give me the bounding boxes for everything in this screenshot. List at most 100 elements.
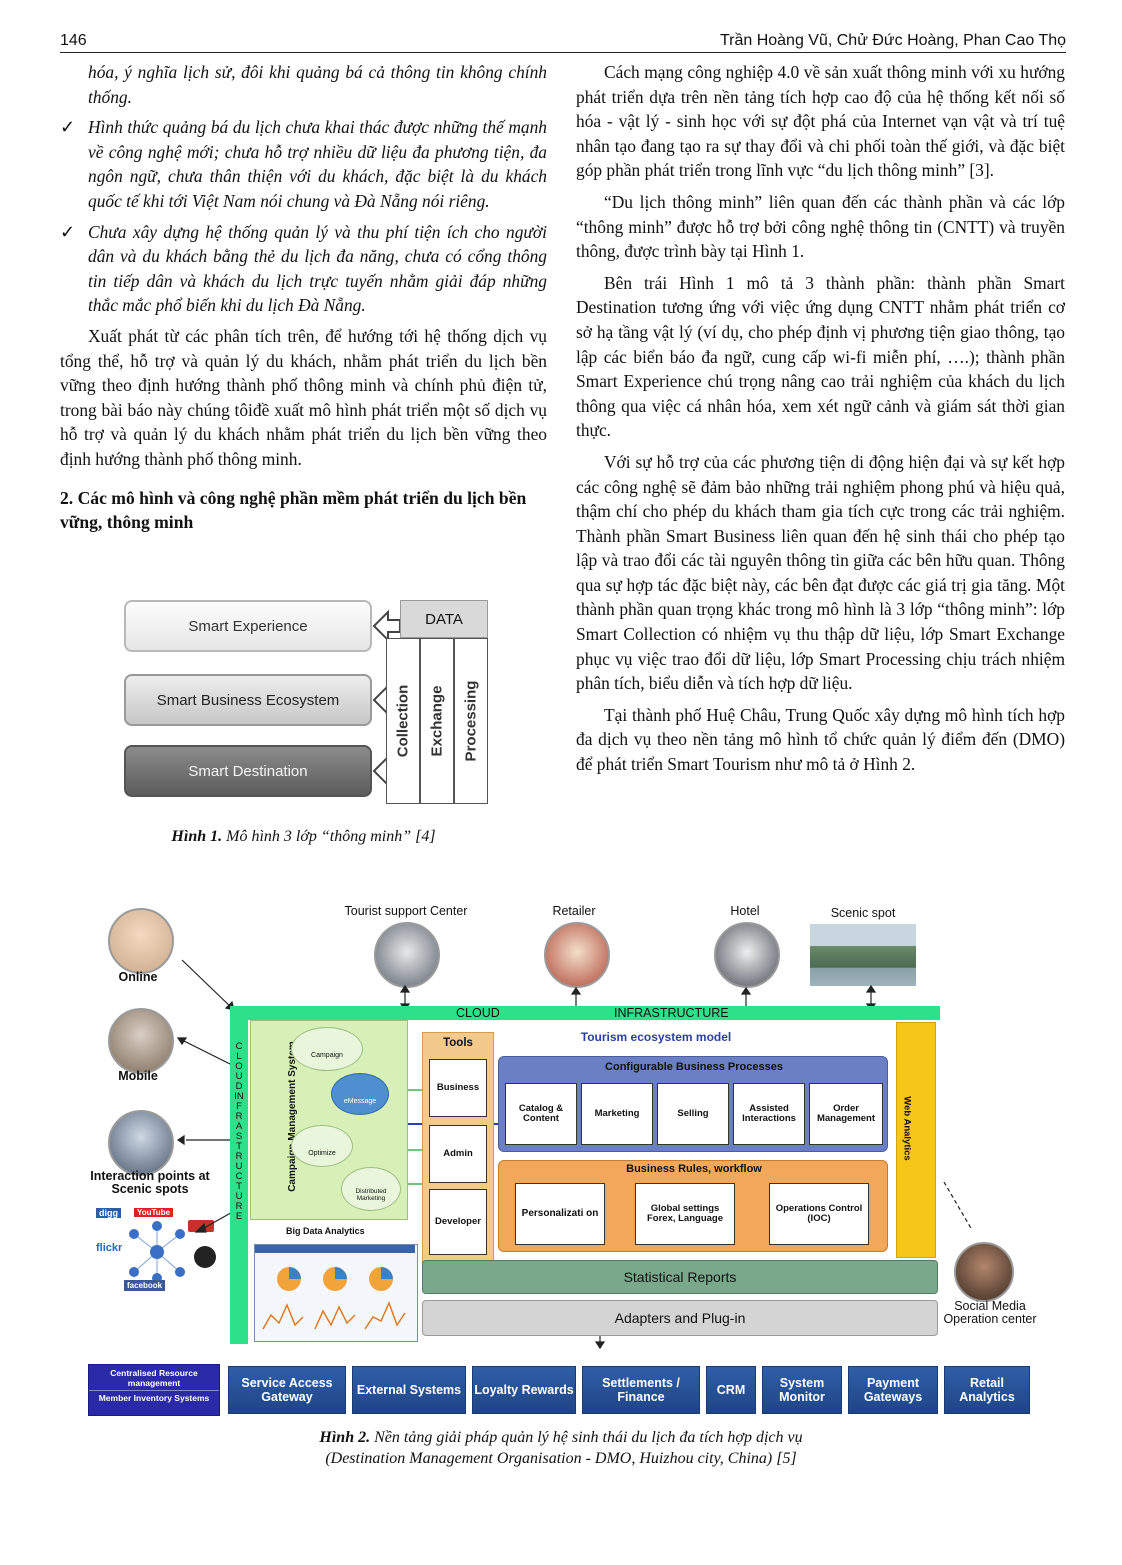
caption-text: Mô hình 3 lớp “thông minh” [4]	[222, 828, 436, 845]
system-monitor-box: System Monitor	[762, 1366, 842, 1414]
cloud-vertical-label: CLOUD INFRASTRUCTURE	[234, 1041, 244, 1222]
payment-gateways-box: Payment Gateways	[848, 1366, 938, 1414]
settlements-box: Settlements / Finance	[582, 1366, 700, 1414]
retailer-label: Retailer	[552, 904, 596, 918]
paragraph: Cách mạng công nghiệp 4.0 về sản xuất th…	[576, 62, 1065, 181]
scenic-spot-label: Scenic spot	[830, 906, 896, 920]
youtube-logo: YouTube	[134, 1208, 174, 1217]
caption-line-1: Hình 2. Nền tảng giải pháp quản lý hệ si…	[200, 1427, 922, 1448]
social-center-photo	[954, 1242, 1014, 1302]
hotel-label: Hotel	[730, 904, 760, 918]
big-data-panel: Big Data Analytics	[250, 1222, 420, 1344]
collection-label: Collection	[394, 684, 412, 758]
admin-tool: Admin	[429, 1125, 487, 1183]
business-tool: Business	[429, 1059, 487, 1117]
infrastructure-label: INFRASTRUCTURE	[614, 1006, 729, 1020]
right-column: Cách mạng công nghiệp 4.0 về sản xuất th…	[576, 60, 1065, 784]
caption-label: Hình 2.	[319, 1429, 371, 1446]
processing-column: Processing	[454, 638, 488, 804]
social-collage: digg YouTube flickr facebook	[94, 1206, 220, 1298]
optimize-node: Optimize	[291, 1125, 353, 1167]
order-box: Order Management	[809, 1083, 883, 1145]
adapters-bar: Adapters and Plug-in	[422, 1300, 938, 1336]
exchange-column: Exchange	[420, 638, 454, 804]
exchange-label: Exchange	[428, 685, 446, 757]
digg-logo: digg	[96, 1208, 121, 1218]
mobile-photo	[108, 1008, 174, 1074]
facebook-logo: facebook	[124, 1280, 166, 1291]
cloud-label: CLOUD	[456, 1006, 500, 1020]
figure-1: Smart Experience Smart Business Ecosyste…	[120, 592, 490, 832]
emessage-label: eMessage	[343, 1098, 377, 1105]
paragraph: Tại thành phố Huệ Châu, Trung Quốc xây d…	[576, 704, 1065, 775]
figure-2-caption: Hình 2. Nền tảng giải pháp quản lý hệ si…	[200, 1427, 922, 1469]
selling-box: Selling	[657, 1083, 729, 1145]
web-analytics-label: Web Analytics	[901, 1096, 913, 1161]
cloud-vertical-bar: CLOUD INFRASTRUCTURE	[230, 1006, 248, 1344]
campaign-panel: Campaign Management System Campaign eMes…	[250, 1020, 408, 1220]
distributed-marketing-label: Distributed Marketing	[355, 1188, 387, 1202]
smart-business-box: Smart Business Ecosystem	[124, 674, 372, 726]
figure-1-caption: Hình 1. Mô hình 3 lớp “thông minh” [4]	[60, 828, 547, 846]
external-systems-box: External Systems	[352, 1366, 466, 1414]
bullet-text: Chưa xây dựng hệ thống quản lý và thu ph…	[88, 221, 547, 316]
analytics-screenshot	[254, 1244, 418, 1342]
checkmark-icon: ✓	[60, 221, 76, 242]
campaign-node: Campaign	[291, 1027, 363, 1071]
smart-destination-box: Smart Destination	[124, 745, 372, 797]
statistical-reports-bar: Statistical Reports	[422, 1260, 938, 1294]
web-analytics-bar: Web Analytics	[896, 1022, 936, 1258]
distributed-marketing-node: Distributed Marketing	[341, 1167, 401, 1211]
retailer-photo	[544, 922, 610, 988]
caption-text: Nền tảng giải pháp quản lý hệ sinh thái …	[370, 1429, 803, 1446]
config-processes-panel: Configurable Business Processes Catalog …	[498, 1056, 888, 1152]
bullet-item: ✓ Hình thức quảng bá du lịch chưa khai t…	[60, 115, 547, 213]
paragraph: Xuất phát từ các phân tích trên, để hướn…	[60, 325, 547, 469]
paragraph: “Du lịch thông minh” liên quan đến các t…	[576, 191, 1065, 262]
interaction-label: Interaction points at Scenic spots	[90, 1169, 210, 1196]
optimize-label: Optimize	[308, 1150, 336, 1157]
emessage-node: eMessage	[331, 1073, 389, 1115]
personalization-box: Personalizati on	[515, 1183, 605, 1245]
centralised-resource-label: Centralised Resource management	[110, 1368, 198, 1388]
loyalty-rewards-box: Loyalty Rewards	[472, 1366, 576, 1414]
paragraph: Bên trái Hình 1 mô tả 3 thành phần: thàn…	[576, 272, 1065, 441]
crm-box: CRM	[706, 1366, 756, 1414]
big-data-label: Big Data Analytics	[286, 1226, 365, 1236]
divider	[89, 1390, 219, 1391]
config-processes-label: Configurable Business Processes	[605, 1061, 783, 1073]
tourist-center-label: Tourist support Center	[344, 904, 468, 918]
checkmark-icon: ✓	[60, 117, 76, 138]
running-authors: Trần Hoàng Vũ, Chử Đức Hoàng, Phan Cao T…	[719, 32, 1066, 49]
campaign-label: Campaign	[311, 1052, 343, 1059]
catalog-box: Catalog & Content	[505, 1083, 577, 1145]
left-column: hóa, ý nghĩa lịch sử, đôi khi quảng bá c…	[60, 60, 547, 545]
analytics-charts-icon	[255, 1245, 415, 1330]
business-rules-label: Business Rules, workflow	[626, 1163, 762, 1175]
ecosystem-model-title: Tourism ecosystem model	[580, 1030, 732, 1044]
collection-column: Collection	[386, 638, 420, 804]
resource-panel: Centralised Resource management Member I…	[88, 1364, 220, 1416]
page-header: 146 Trần Hoàng Vũ, Chử Đức Hoàng, Phan C…	[60, 30, 1066, 54]
interaction-photo	[108, 1110, 174, 1176]
figure-2: Online Mobile Interaction points at Scen…	[86, 898, 1046, 1420]
bullet-text: Hình thức quảng bá du lịch chưa khai thá…	[88, 117, 547, 211]
mobile-label: Mobile	[118, 1069, 158, 1083]
developer-tool: Developer	[429, 1189, 487, 1255]
retail-analytics-box: Retail Analytics	[944, 1366, 1030, 1414]
social-center-label: Social Media Operation center	[943, 1299, 1037, 1326]
scenic-spot-photo	[810, 924, 916, 986]
page-number: 146	[60, 32, 87, 49]
processing-label: Processing	[462, 680, 480, 762]
section-heading: 2. Các mô hình và công nghệ phần mềm phá…	[60, 487, 527, 533]
bullet-continuation: hóa, ý nghĩa lịch sử, đôi khi quảng bá c…	[88, 62, 547, 107]
campaign-system-label: Campaign Management System	[286, 1041, 298, 1192]
business-rules-panel: Business Rules, workflow Personalizati o…	[498, 1160, 888, 1252]
smart-experience-box: Smart Experience	[124, 600, 372, 652]
marketing-box: Marketing	[581, 1083, 653, 1145]
tools-panel: Tools Business Admin Developer	[422, 1032, 494, 1268]
online-photo	[108, 908, 174, 974]
paragraph: Với sự hỗ trợ của các phương tiện di độn…	[576, 451, 1065, 694]
global-settings-box: Global settings Forex, Language	[635, 1183, 735, 1245]
flickr-logo: flickr	[96, 1242, 123, 1254]
